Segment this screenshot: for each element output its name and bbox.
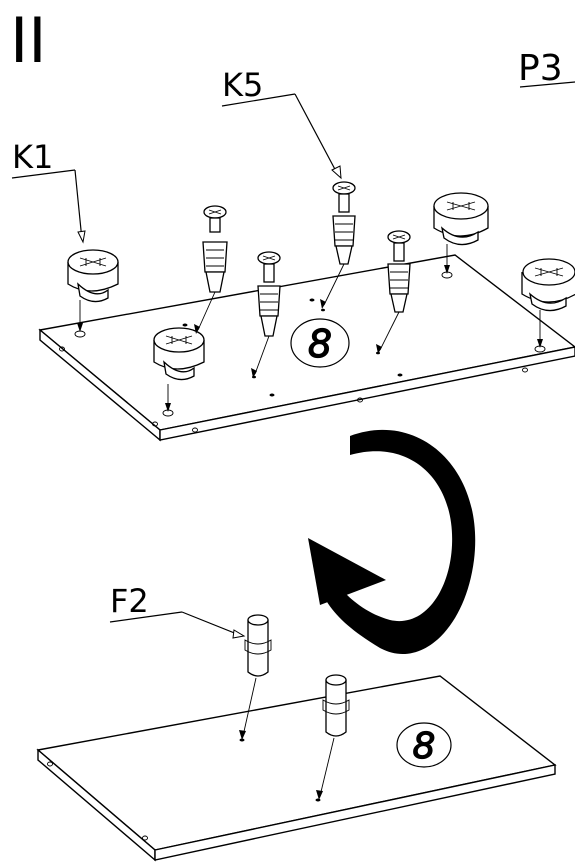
cam-bolt-k5-2 (251, 251, 281, 378)
cam-bolt-k5-1 (194, 205, 228, 334)
panel-number-circle-bottom (396, 722, 452, 768)
panel-number-circle-top (290, 318, 350, 368)
step-number: II (10, 4, 47, 77)
k1-leader (74, 169, 83, 241)
page-reference: P3 (518, 48, 563, 89)
bottom-panel: 8 (36, 675, 557, 862)
k1-underline (11, 169, 76, 179)
turn-over-arrow-icon (308, 429, 476, 655)
label-k1: K1 (12, 138, 53, 176)
dowel-f2-left (239, 614, 272, 740)
dowel-f2-right (316, 674, 350, 800)
cam-lock-k1-left (67, 249, 119, 332)
cam-lock-right-front (521, 258, 575, 348)
f2-leader (181, 611, 243, 637)
cam-lock-k1-center (153, 327, 205, 412)
k5-leader (294, 93, 339, 176)
cam-lock-right-back (433, 192, 489, 274)
cam-bolt-k5-3 (320, 181, 356, 309)
k5-underline (221, 93, 296, 107)
f2-underline (109, 611, 183, 623)
panel-number-top: 8 (308, 322, 332, 366)
page-reference-underline (519, 81, 575, 88)
label-f2: F2 (110, 582, 149, 620)
panel-number-bottom: 8 (413, 726, 436, 767)
top-panel: 8 (38, 254, 575, 442)
label-k5: K5 (222, 66, 263, 104)
cam-bolt-k5-4 (376, 230, 411, 354)
